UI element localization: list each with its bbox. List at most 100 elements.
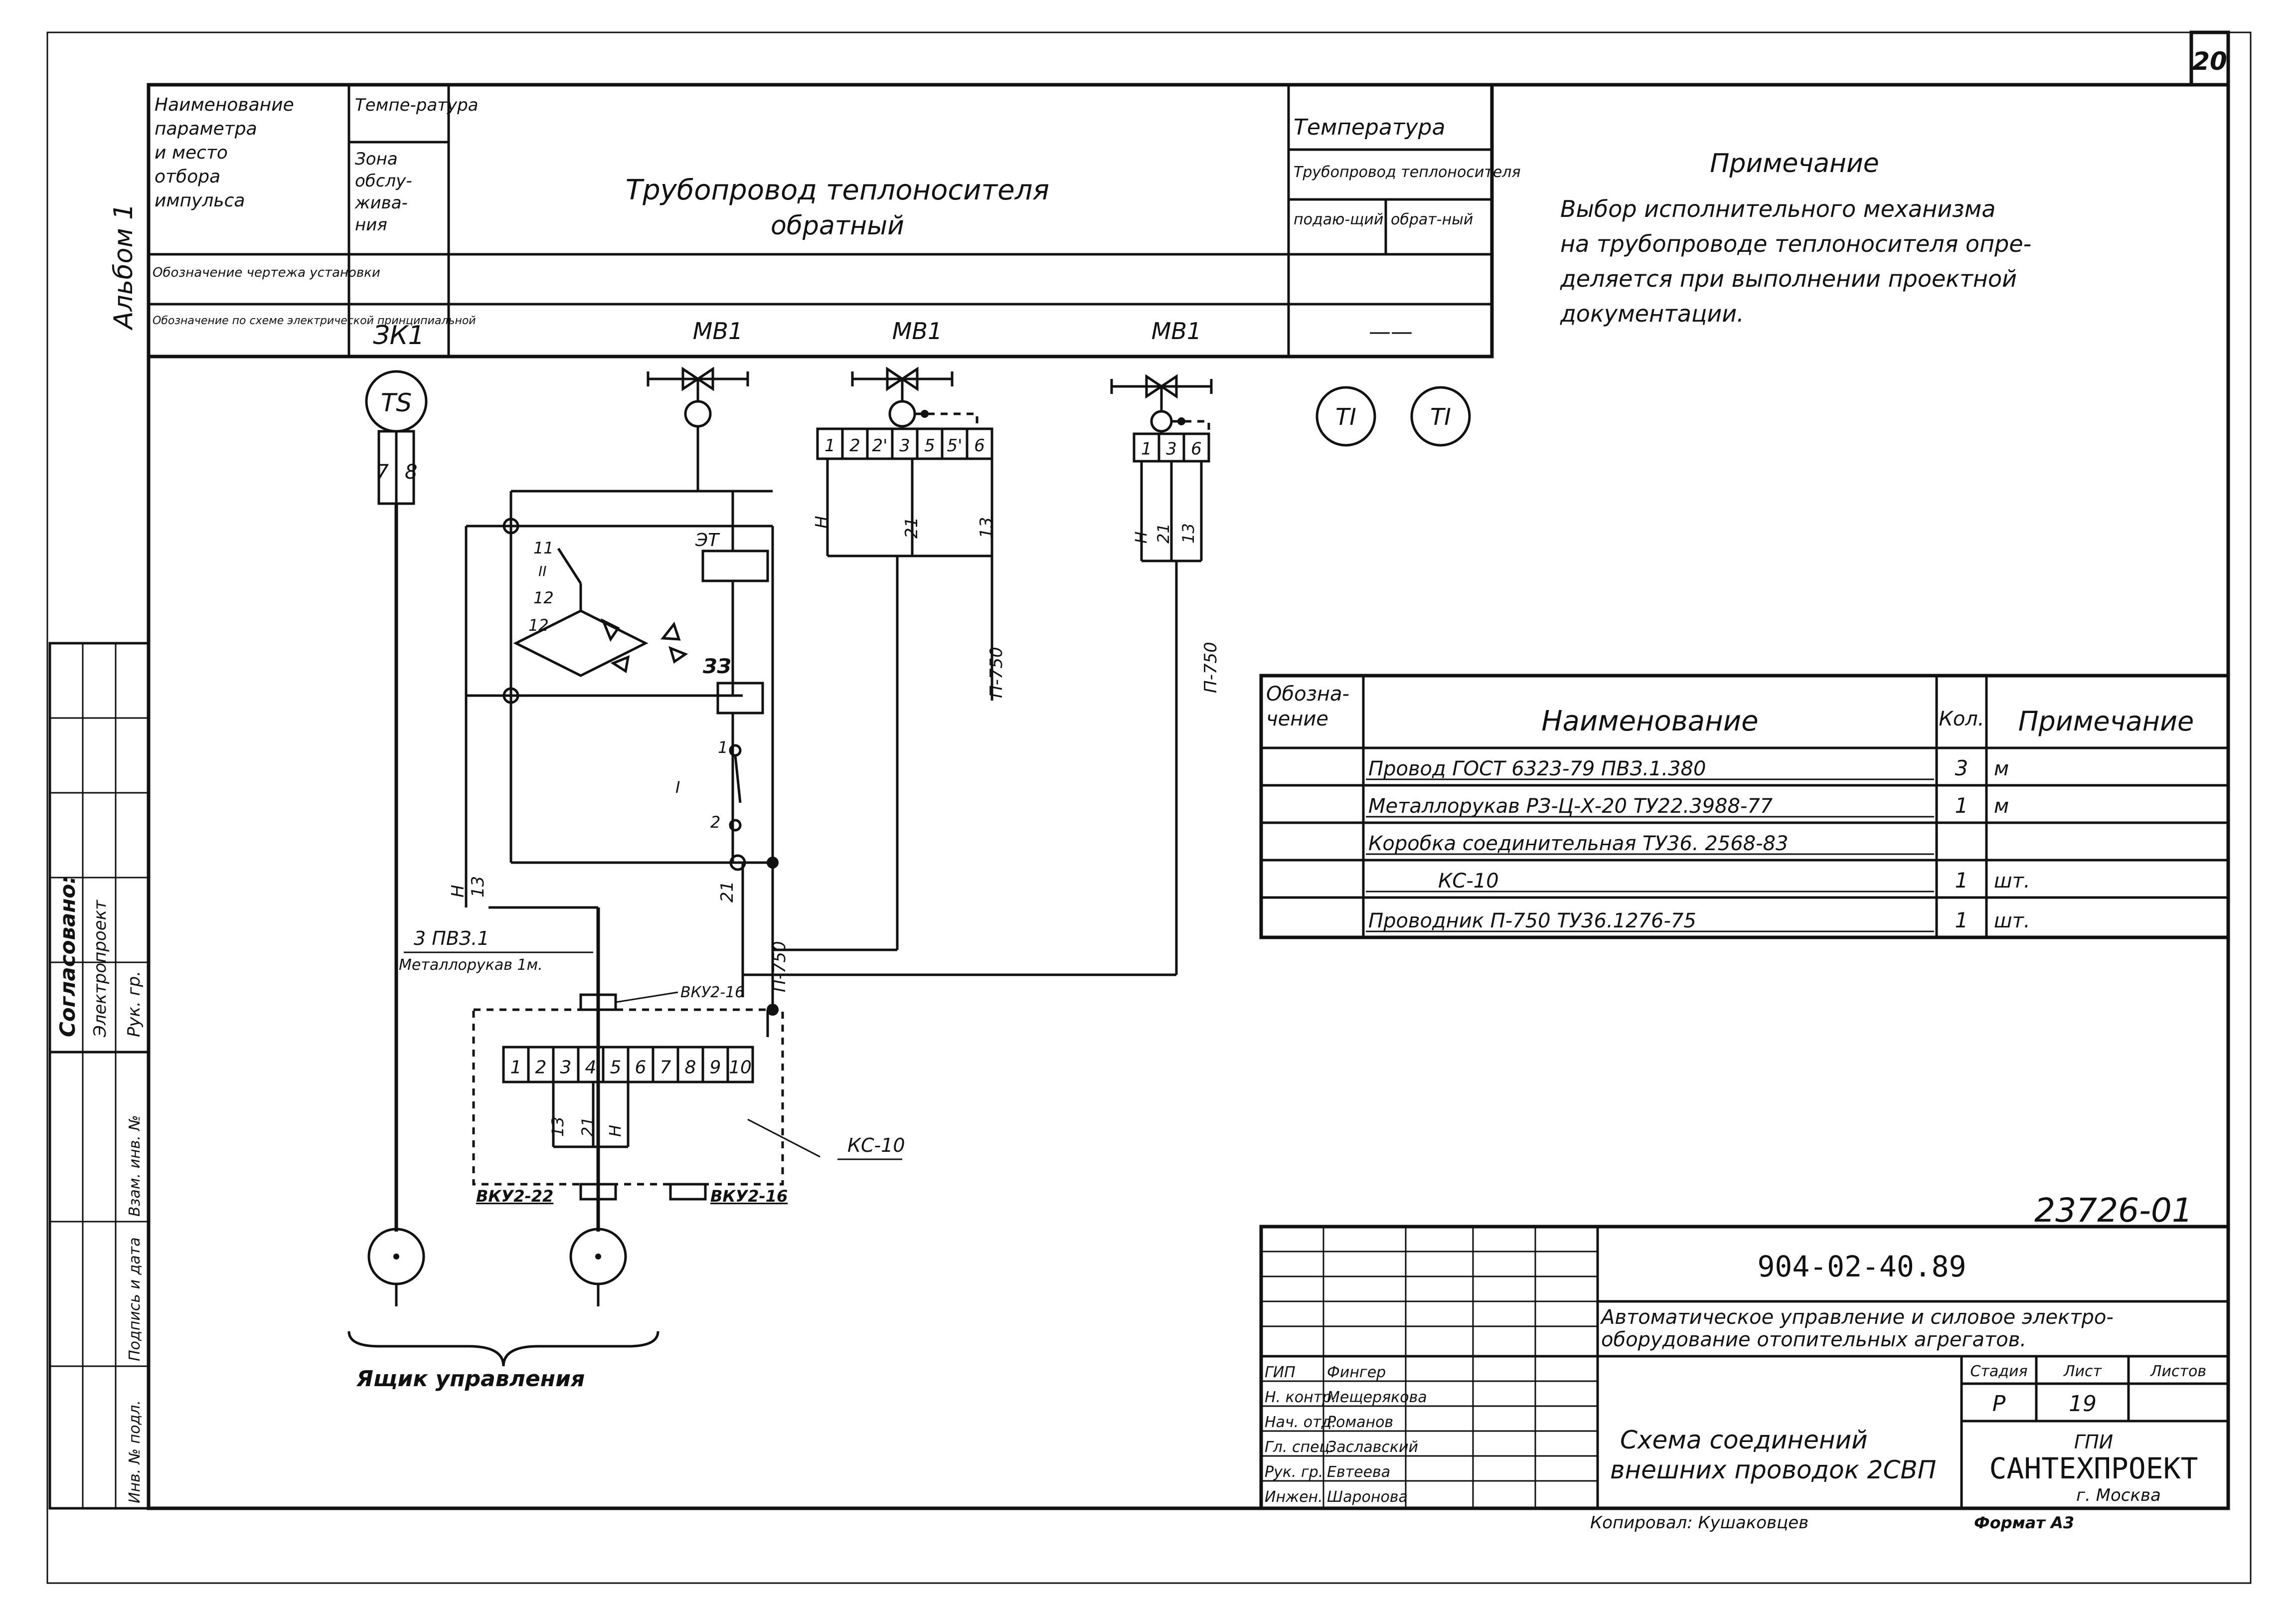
terminal-label: 8 xyxy=(685,1058,696,1078)
note-title: Примечание xyxy=(1710,149,1879,179)
terminal-cell xyxy=(966,427,993,460)
spec-row-note: м xyxy=(1994,795,2009,818)
spec-row-qty: 1 xyxy=(1955,908,1968,932)
scheme-label: Обозначение по схеме электрической принц… xyxy=(153,315,476,327)
svg-text:ЗЗ: ЗЗ xyxy=(702,655,731,678)
mv1-b: МВ1 xyxy=(892,318,943,345)
pipeline-sub: обратный xyxy=(771,211,904,241)
svg-text:12: 12 xyxy=(533,588,554,607)
terminal-label: 5' xyxy=(947,436,963,456)
page-number-box xyxy=(2189,30,2230,87)
stage-value: Р xyxy=(1992,1391,2006,1417)
role-person: Романов xyxy=(1327,1414,1393,1431)
svg-text:13: 13 xyxy=(977,517,996,539)
terminal-label: 1 xyxy=(824,436,835,456)
svg-text:13: 13 xyxy=(1179,523,1198,543)
spec-row-name: Провод ГОСТ 6323-79 ПВЗ.1.380 xyxy=(1368,757,1706,780)
svg-text:Н: Н xyxy=(812,516,832,529)
svg-text:TS: TS xyxy=(381,388,412,417)
spec-row-name: Коробка соединительная ТУ36. 2568-83 xyxy=(1368,832,1788,855)
title-block xyxy=(1259,1225,2230,1510)
ks10-label: КС-10 xyxy=(847,1134,905,1156)
spec-designation-header: Обозна-чение xyxy=(1266,683,1349,730)
role-label: ГИП xyxy=(1265,1364,1296,1381)
org-line2: САНТЕХПРОЕКТ xyxy=(1989,1451,2198,1485)
stage-label: Стадия xyxy=(1970,1363,2027,1380)
agreed-label: Согласовано: xyxy=(55,876,80,1037)
terminal-label: 5 xyxy=(610,1058,622,1078)
ti-indicator-a xyxy=(1315,386,1376,447)
spec-qty-header: Кол. xyxy=(1939,708,1984,730)
ti-indicator-b xyxy=(1410,386,1471,447)
spec-row-note: шт. xyxy=(1994,870,2030,893)
header-table xyxy=(147,83,1494,359)
copied-by: Копировал: Кушаковцев xyxy=(1590,1513,1808,1533)
replace-label: Взам. инв. № xyxy=(126,1115,144,1217)
terminal-label: 1 xyxy=(1141,439,1152,459)
inner-frame xyxy=(147,83,2230,1510)
spec-row-qty: 1 xyxy=(1955,868,1968,893)
svg-text:II: II xyxy=(538,563,547,579)
terminal-label: 10 xyxy=(729,1058,752,1078)
role-label: Инжен. xyxy=(1265,1488,1323,1506)
mv1-a: МВ1 xyxy=(693,318,743,345)
svg-text:П-750: П-750 xyxy=(986,647,1006,698)
role-label: Н. контр. xyxy=(1265,1389,1336,1406)
sheet-label: Лист xyxy=(2063,1363,2103,1380)
note-line2: на трубопроводе теплоносителя опре- xyxy=(1560,230,2031,257)
spec-row-name: Металлорукав РЗ-Ц-Х-20 ТУ22.3988-77 xyxy=(1368,795,1773,818)
svg-text:Н: Н xyxy=(1132,532,1150,543)
vku22-label: ВКУ2-22 xyxy=(476,1187,553,1206)
title-desc-1: Автоматическое управление и силовое элек… xyxy=(1600,1306,2114,1329)
inv-label: Инв. № подл. xyxy=(126,1400,144,1503)
format-label: Формат А3 xyxy=(1974,1513,2074,1532)
spec-row-name: Проводник П-750 ТУ36.1276-75 xyxy=(1368,909,1696,932)
project-code: 904-02-40.89 xyxy=(1757,1250,1966,1283)
role-person: Фингер xyxy=(1327,1364,1386,1381)
svg-text:7: 7 xyxy=(376,461,389,484)
org-line1: ГПИ xyxy=(2074,1431,2113,1453)
svg-text:2: 2 xyxy=(710,813,720,832)
terminal-label: 3 xyxy=(1166,439,1177,459)
note-line1: Выбор исполнительного механизма xyxy=(1560,195,1995,222)
install-label: Обозначение чертежа установки xyxy=(153,265,380,280)
role-person: Евтеева xyxy=(1327,1463,1390,1481)
mv1-c: МВ1 xyxy=(1151,318,1202,345)
spec-row-qty: 1 xyxy=(1955,793,1968,818)
junction-box-ks10: ВКУ2-16 xyxy=(472,984,784,1186)
strip-a-wires: Н 21 13 П-750 xyxy=(773,459,1006,951)
strip-b-wires: Н 21 13 П-750 xyxy=(743,461,1221,976)
note-line3: деляется при выполнении проектной xyxy=(1560,265,2017,292)
strip-c-wires: 13 21 Н xyxy=(548,1082,820,1201)
supply-label: подаю-щий xyxy=(1294,211,1383,228)
inventory-number: 23726-01 xyxy=(2034,1191,2193,1230)
temp-right: Температура xyxy=(1294,115,1445,140)
control-box-label: Ящик управления xyxy=(356,1366,585,1392)
svg-text:ЭТ: ЭТ xyxy=(695,530,720,550)
valve-3 xyxy=(1110,374,1213,434)
sign-date-label: Подпись и дата xyxy=(126,1238,144,1362)
terminal-cell xyxy=(726,1046,754,1083)
sheet-value: 19 xyxy=(2069,1391,2097,1417)
role-label: Рук. гр. xyxy=(1265,1463,1323,1481)
rectifier-bridge xyxy=(513,609,649,677)
role-label: Гл. спец. xyxy=(1265,1439,1334,1456)
terminal-label: 6 xyxy=(974,436,985,456)
note-line4: документации. xyxy=(1560,300,1744,327)
terminal-label: 4 xyxy=(585,1058,597,1078)
spec-row-note: м xyxy=(1994,757,2009,780)
svg-text:ВКУ2-16: ВКУ2-16 xyxy=(680,984,744,1001)
sk1: ЗК1 xyxy=(373,321,424,351)
temp-label: Темпе-ратура xyxy=(355,95,479,115)
valve-1 xyxy=(647,366,749,491)
svg-text:13: 13 xyxy=(468,876,488,898)
terminal-label: 1 xyxy=(510,1058,522,1078)
pipe-right: Трубопровод теплоносителя xyxy=(1294,164,1521,181)
terminal-cell xyxy=(1182,432,1210,463)
